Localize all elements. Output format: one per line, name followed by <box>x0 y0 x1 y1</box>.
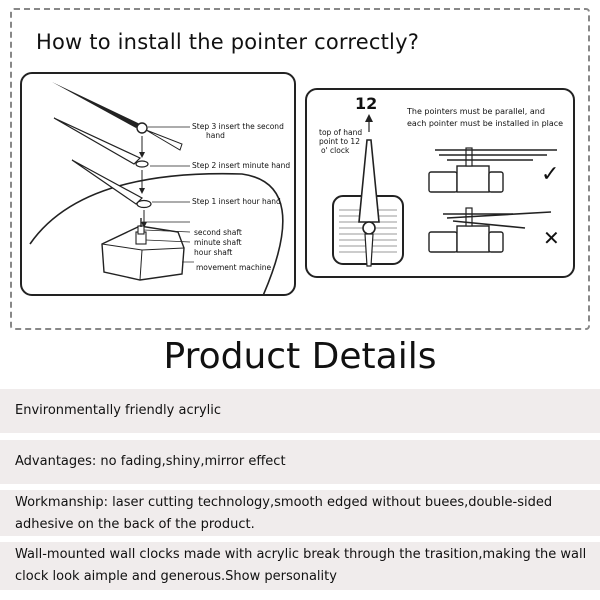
second-hand-hub <box>136 122 148 134</box>
step3-label-cont: hand <box>206 131 225 140</box>
movement-box <box>101 225 185 281</box>
correct-check-icon: ✓ <box>541 162 560 187</box>
product-details-title: Product Details <box>163 336 437 377</box>
step-diagram <box>29 82 284 294</box>
minute-shaft-label: minute shaft <box>194 238 242 247</box>
minute-hand <box>53 117 142 165</box>
movement-label: movement machine <box>196 263 272 272</box>
alignment-diagram-panel: 12 top of hand point to 12 o' clock The … <box>305 88 575 278</box>
top-of-hand-line2: point to 12 <box>319 137 360 146</box>
wrong-movement-left <box>428 231 458 253</box>
wrong-hand-3 <box>452 220 526 229</box>
center-hub <box>362 221 376 235</box>
second-hand <box>52 82 140 128</box>
step1-label: Step 1 insert hour hand <box>192 197 281 206</box>
hour-shaft-label: hour shaft <box>194 248 233 257</box>
parallel-note-line2: each pointer must be installed in place <box>407 119 564 128</box>
twelve-label: 12 <box>355 94 378 113</box>
detail-row-advantages: Advantages: no fading,shiny,mirror effec… <box>0 440 600 484</box>
alignment-diagram <box>332 114 557 267</box>
correct-movement-left <box>428 171 458 193</box>
detail-row-workmanship: Workmanship: laser cutting technology,sm… <box>0 490 600 536</box>
detail-row-material: Environmentally friendly acrylic <box>0 389 600 433</box>
top-of-hand-line3: o' clock <box>321 146 350 155</box>
detail-row-description: Wall-mounted wall clocks made with acryl… <box>0 542 600 590</box>
top-of-hand-line1: top of hand <box>319 128 363 137</box>
minute-shaft <box>137 225 145 235</box>
wrong-cross-icon: ✕ <box>543 226 560 250</box>
step-diagram-panel: Step 3 insert the second hand Step 2 ins… <box>20 72 296 296</box>
second-shaft-label: second shaft <box>194 228 242 237</box>
wrong-movement-right <box>488 231 504 253</box>
hour-hand-hub <box>136 199 152 209</box>
parallel-note-line1: The pointers must be parallel, and <box>407 107 545 116</box>
wrong-hand-1 <box>446 211 552 219</box>
vertical-hands <box>358 139 380 223</box>
correct-movement-body <box>456 165 490 193</box>
step2-label: Step 2 insert minute hand <box>192 161 291 170</box>
wrong-movement-body <box>456 225 490 253</box>
step3-label: Step 3 insert the second <box>192 122 284 131</box>
minute-hand-hub <box>135 160 149 168</box>
install-title: How to install the pointer correctly? <box>36 30 420 54</box>
correct-movement-right <box>488 171 504 193</box>
second-hand-tail <box>145 129 183 151</box>
clock-dial-arc <box>29 172 284 294</box>
